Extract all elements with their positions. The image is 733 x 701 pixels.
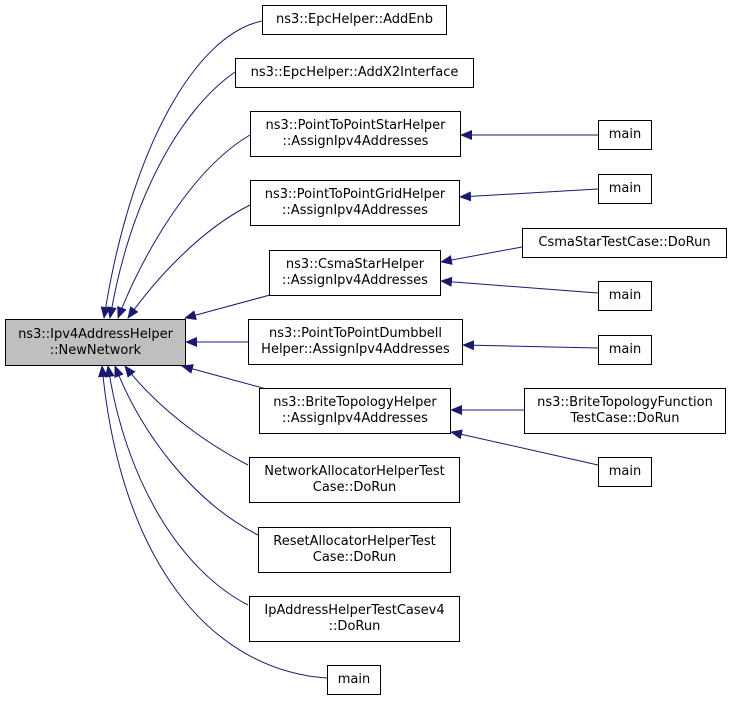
edge-main-left: [98, 365, 328, 679]
node-ipaddresshelpertestcasev4-dorun[interactable]: IpAddressHelperTestCasev4 ::DoRun: [249, 596, 460, 642]
node-label-line1: ns3::EpcHelper::AddEnb: [275, 12, 434, 27]
node-label-line1: ns3::Ipv4AddressHelper: [18, 326, 173, 342]
node-label-line2: ::AssignIpv4Addresses: [282, 203, 428, 218]
node-csmastarhelper-assign[interactable]: ns3::CsmaStarHelper ::AssignIpv4Addresse…: [269, 250, 441, 296]
node-main-left[interactable]: main: [327, 665, 381, 695]
edge-main-brite: [450, 429, 599, 466]
node-ipv4addresshelper-newnetwork[interactable]: ns3::Ipv4AddressHelper ::NewNetwork: [5, 319, 186, 366]
node-label-line1: ns3::PointToPointGridHelper: [264, 187, 446, 202]
node-resetallocatorhelpertestcase-dorun[interactable]: ResetAllocatorHelperTest Case::DoRun: [258, 527, 451, 573]
node-pointtopointgridhelper-assign[interactable]: ns3::PointToPointGridHelper ::AssignIpv4…: [250, 180, 460, 226]
node-main-csma[interactable]: main: [598, 281, 652, 311]
edge-brite-helper: [181, 364, 271, 391]
node-britetopologyfunctiontestcase-dorun[interactable]: ns3::BriteTopologyFunction TestCase::DoR…: [524, 388, 726, 434]
node-label-line1: ResetAllocatorHelperTest: [273, 534, 436, 549]
node-networkallocatorhelpertestcase-dorun[interactable]: NetworkAllocatorHelperTest Case::DoRun: [249, 457, 460, 503]
edge-p2p-star: [117, 134, 251, 319]
node-label-line1: CsmaStarTestCase::DoRun: [538, 235, 711, 250]
edge-main-grid: [459, 188, 599, 202]
node-britetopologyhelper-assign[interactable]: ns3::BriteTopologyHelper ::AssignIpv4Add…: [259, 388, 451, 434]
edge-main-dumbbell: [462, 340, 599, 351]
node-label-line2: ::DoRun: [328, 619, 381, 634]
edge-p2p-grid: [127, 204, 251, 319]
node-label-line1: main: [608, 342, 642, 357]
node-epchelper-addx2interface[interactable]: ns3::EpcHelper::AddX2Interface: [235, 58, 474, 88]
node-label-line1: ns3::CsmaStarHelper: [285, 257, 425, 272]
node-label-line2: ::AssignIpv4Addresses: [282, 273, 428, 288]
edge-csma-star: [184, 294, 271, 320]
node-pointtopointdumbbellhelper-assign[interactable]: ns3::PointToPointDumbbell Helper::Assign…: [248, 319, 463, 365]
node-main-dumbbell[interactable]: main: [598, 335, 652, 365]
node-label-line2: TestCase::DoRun: [570, 411, 680, 426]
node-label-line1: main: [608, 181, 642, 196]
edge-main-csma: [440, 276, 599, 294]
edge-csma-test: [440, 246, 523, 265]
node-label-line1: ns3::EpcHelper::AddX2Interface: [250, 65, 459, 80]
node-label-line2: Case::DoRun: [312, 550, 397, 565]
node-label-line1: main: [608, 464, 642, 479]
edge-epc-addenb: [100, 20, 263, 319]
node-label-line1: NetworkAllocatorHelperTest: [264, 464, 445, 479]
node-main-star[interactable]: main: [598, 120, 652, 150]
node-label-line1: main: [337, 672, 371, 687]
node-main-brite[interactable]: main: [598, 457, 652, 487]
node-label-line2: ::AssignIpv4Addresses: [282, 134, 429, 149]
node-pointtopointstarhelper-assign[interactable]: ns3::PointToPointStarHelper ::AssignIpv4…: [250, 111, 461, 157]
node-label-line2: ::NewNetwork: [49, 342, 142, 358]
node-label-line1: main: [608, 288, 642, 303]
node-main-grid[interactable]: main: [598, 174, 652, 204]
edge-reset-alloc-test: [114, 365, 259, 536]
node-label-line1: ns3::BriteTopologyFunction: [537, 395, 713, 410]
node-csmastartestcase-dorun[interactable]: CsmaStarTestCase::DoRun: [522, 228, 727, 258]
node-epchelper-addenb[interactable]: ns3::EpcHelper::AddEnb: [262, 5, 447, 35]
node-label-line1: IpAddressHelperTestCasev4: [264, 603, 445, 618]
node-label-line2: Case::DoRun: [312, 480, 397, 495]
edge-net-alloc-test: [124, 365, 249, 466]
edge-epc-addx2: [106, 71, 236, 319]
node-label-line2: ::AssignIpv4Addresses: [282, 411, 428, 426]
node-label-line2: Helper::AssignIpv4Addresses: [261, 342, 450, 357]
node-label-line1: ns3::PointToPointStarHelper: [265, 118, 446, 133]
node-label-line1: main: [608, 127, 642, 142]
node-label-line1: ns3::BriteTopologyHelper: [273, 395, 437, 410]
node-label-line1: ns3::PointToPointDumbbell: [269, 326, 442, 341]
edge-ip-addr-test: [104, 365, 249, 606]
